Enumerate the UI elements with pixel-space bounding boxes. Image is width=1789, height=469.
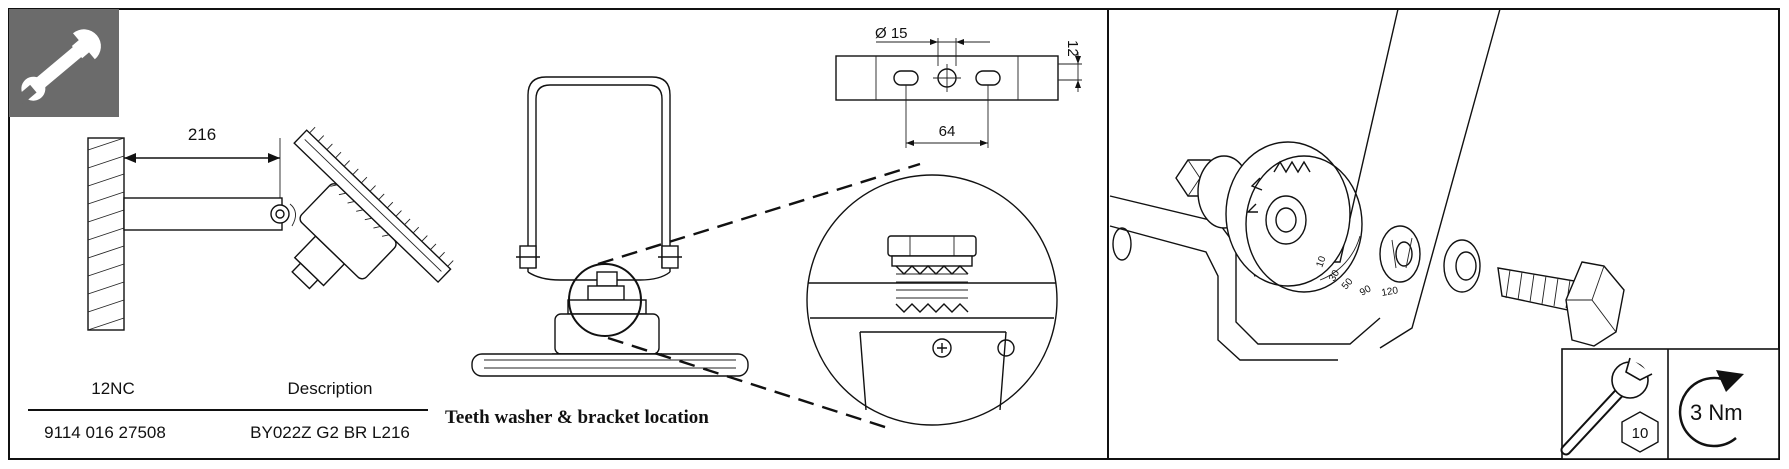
slot-spacing-value: 64	[939, 123, 956, 140]
tool-badge	[9, 9, 119, 117]
product-table: 12NC Description 9114 016 27508 BY022Z G…	[28, 379, 428, 442]
detail-zoom-circle	[806, 174, 1058, 426]
wrench-size-value: 10	[1632, 425, 1649, 442]
wrench-icon	[16, 29, 101, 105]
detail-marker-circle	[568, 263, 642, 337]
hex-bolt	[1497, 261, 1625, 347]
table-header-description: Description	[287, 379, 372, 398]
slot-width-value: 12	[1064, 40, 1081, 57]
svg-text:10: 10	[1314, 254, 1328, 269]
svg-text:30: 30	[1327, 268, 1342, 284]
torque-value: 3 Nm	[1690, 400, 1743, 425]
svg-text:50: 50	[1340, 276, 1356, 292]
tool-spec-box: 10 3 Nm	[1560, 348, 1780, 460]
zoom-line-top	[597, 162, 921, 266]
sheet-border	[8, 8, 1780, 460]
detail-caption: Teeth washer & bracket location	[445, 407, 709, 428]
arm-length-dimension: 216	[124, 125, 281, 215]
svg-text:90: 90	[1358, 283, 1374, 298]
table-header-12nc: 12NC	[91, 379, 134, 398]
flat-washer	[1379, 225, 1421, 283]
tilt-disc: 10 30 50 90 120	[1225, 141, 1400, 299]
luminaire-side-view	[123, 126, 454, 290]
right-panel: 10 30 50 90 120	[1109, 8, 1780, 460]
luminaire-front-view	[471, 76, 749, 377]
table-cell-12nc: 9114 016 27508	[44, 423, 166, 442]
lock-washer	[1443, 239, 1481, 293]
svg-text:120: 120	[1381, 285, 1400, 299]
bracket-slot-drawing: Ø 15 12 64	[835, 25, 1082, 148]
left-panel: 216 12NC Description 9114 016 27508	[9, 9, 1082, 442]
arm-length-value: 216	[188, 125, 216, 144]
wall-section	[87, 137, 125, 331]
table-cell-description: BY022Z G2 BR L216	[250, 423, 410, 442]
hole-diameter-value: Ø 15	[875, 25, 908, 42]
hex-size-icon: 10	[1621, 411, 1659, 453]
rotate-clockwise-icon	[1678, 370, 1744, 448]
wrench-icon	[1560, 357, 1653, 456]
